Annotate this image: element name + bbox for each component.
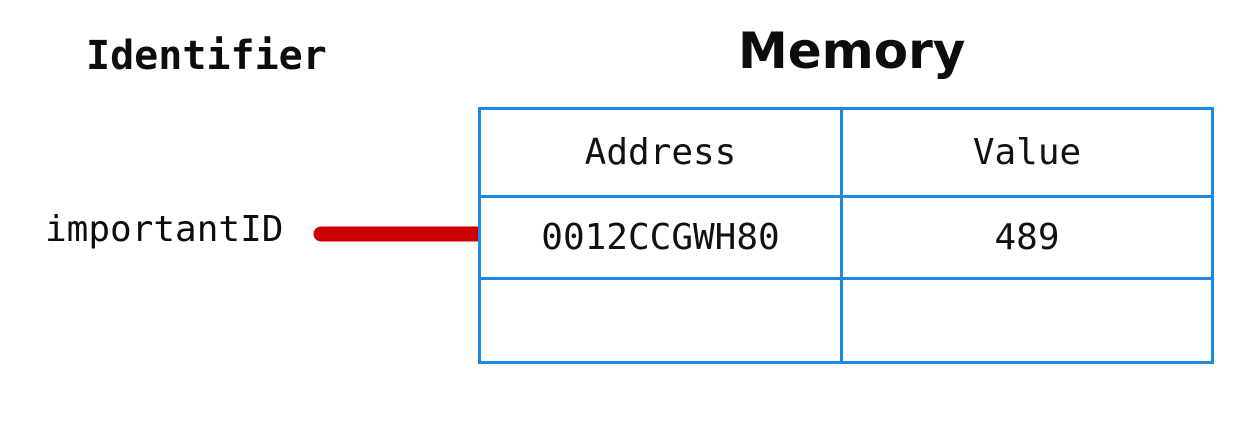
column-header-address: Address [478,107,843,198]
memory-heading: Memory [738,22,966,80]
identifier-heading: Identifier [86,33,327,79]
table-row [478,277,1214,364]
cell-value: 489 [840,195,1214,280]
memory-table: Address Value 0012CCGWH80 489 [478,107,1214,364]
table-header-row: Address Value [478,107,1214,198]
cell-value-empty [840,277,1214,364]
table-row: 0012CCGWH80 489 [478,195,1214,280]
identifier-name-label: importantID [45,209,284,250]
column-header-value: Value [840,107,1214,198]
cell-address: 0012CCGWH80 [478,195,843,280]
cell-address-empty [478,277,843,364]
